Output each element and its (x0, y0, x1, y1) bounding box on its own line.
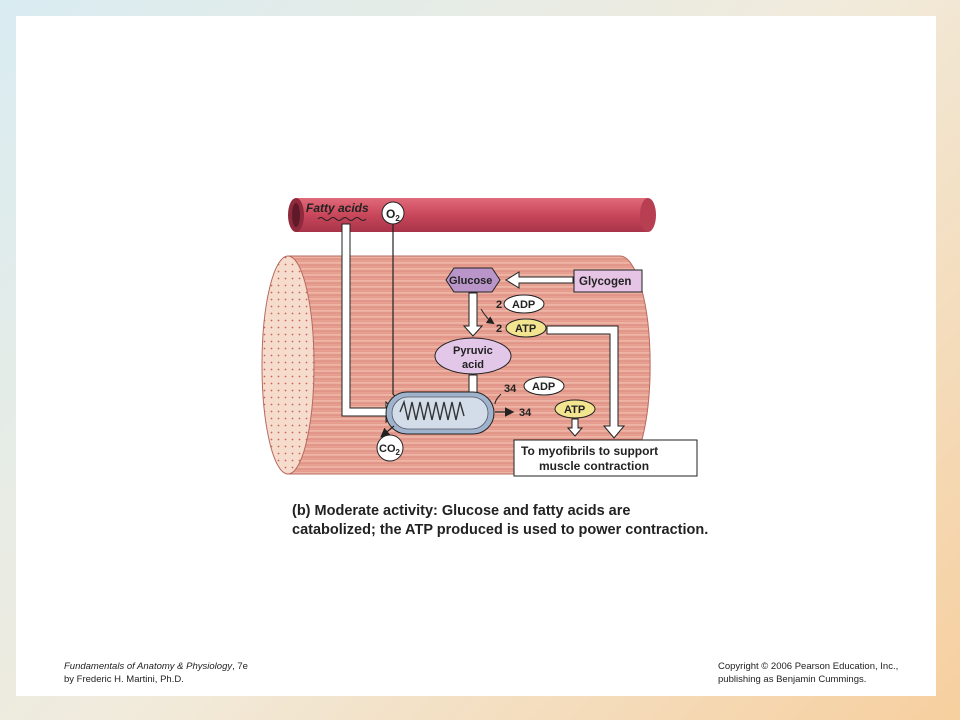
pyruvic-label-line2: acid (462, 359, 484, 371)
o2-label: O (386, 207, 395, 221)
footer-citation: Fundamentals of Anatomy & Physiology, 7e… (64, 660, 248, 686)
caption-text: Glucose and fatty acids are catabolized;… (292, 503, 709, 538)
svg-text:CO2: CO2 (379, 443, 401, 457)
o2-subscript: 2 (395, 214, 400, 223)
co2-subscript: 2 (396, 448, 401, 457)
book-author: by Frederic H. Martini, Ph.D. (64, 674, 184, 685)
glucose-to-pyruvic-arrow (462, 292, 484, 337)
co2-release-arrow (380, 425, 395, 438)
figure-caption: (b) Moderate activity: Glucose and fatty… (292, 502, 712, 540)
myofibrils-line2: muscle contraction (539, 459, 649, 473)
copyright-line: Copyright © 2006 Pearson Education, Inc.… (718, 661, 899, 672)
glucose-molecule: Glucose (445, 267, 501, 293)
muscle-metabolism-diagram: Fatty acids O2 Glucose Glycogen (261, 198, 698, 477)
glycogen-to-glucose-arrow (505, 271, 574, 289)
atp-34-count: 34 (519, 407, 532, 419)
glycogen-label: Glycogen (579, 276, 631, 288)
myofibrils-line1: To myofibrils to support (521, 444, 658, 458)
pyruvic-label-line1: Pyruvic (453, 345, 493, 357)
book-edition: , 7e (232, 661, 248, 672)
slide-canvas: Fatty acids O2 Glucose Glycogen (16, 16, 936, 696)
adp-label: ADP (512, 299, 535, 311)
atp-count-label: 2 (496, 323, 502, 335)
atp-34-label: ATP (564, 404, 585, 416)
caption-heading: Moderate activity: (314, 503, 438, 519)
o2-molecule: O2 (381, 201, 405, 225)
adp-34-count: 34 (504, 383, 517, 395)
atp-to-myofibrils-arrow (546, 325, 626, 439)
fatty-acids-label: Fatty acids (306, 201, 369, 215)
adp-34-label: ADP (532, 381, 555, 393)
blood-vessel (288, 198, 656, 232)
svg-text:O2: O2 (386, 207, 400, 223)
co2-molecule: CO2 (376, 434, 404, 462)
pyruvic-acid-node: Pyruvic acid (434, 337, 512, 375)
glucose-label: Glucose (449, 275, 492, 287)
mitochondrion (385, 391, 495, 435)
fatty-acid-squiggle (317, 217, 367, 221)
caption-prefix: (b) (292, 503, 311, 519)
adp-count-label: 2 (496, 299, 502, 311)
glycogen-box: Glycogen (573, 269, 643, 293)
atp-34-down-arrow (566, 418, 584, 437)
adp-34-curve (494, 393, 502, 405)
co2-label: CO (379, 443, 396, 455)
book-title: Fundamentals of Anatomy & Physiology (64, 661, 233, 672)
atp-label: ATP (515, 323, 536, 335)
footer-copyright: Copyright © 2006 Pearson Education, Inc.… (718, 660, 898, 686)
myofibrils-box: To myofibrils to support muscle contract… (513, 439, 698, 477)
publisher-line: publishing as Benjamin Cummings. (718, 674, 867, 685)
adp-to-atp-curve (480, 308, 495, 325)
